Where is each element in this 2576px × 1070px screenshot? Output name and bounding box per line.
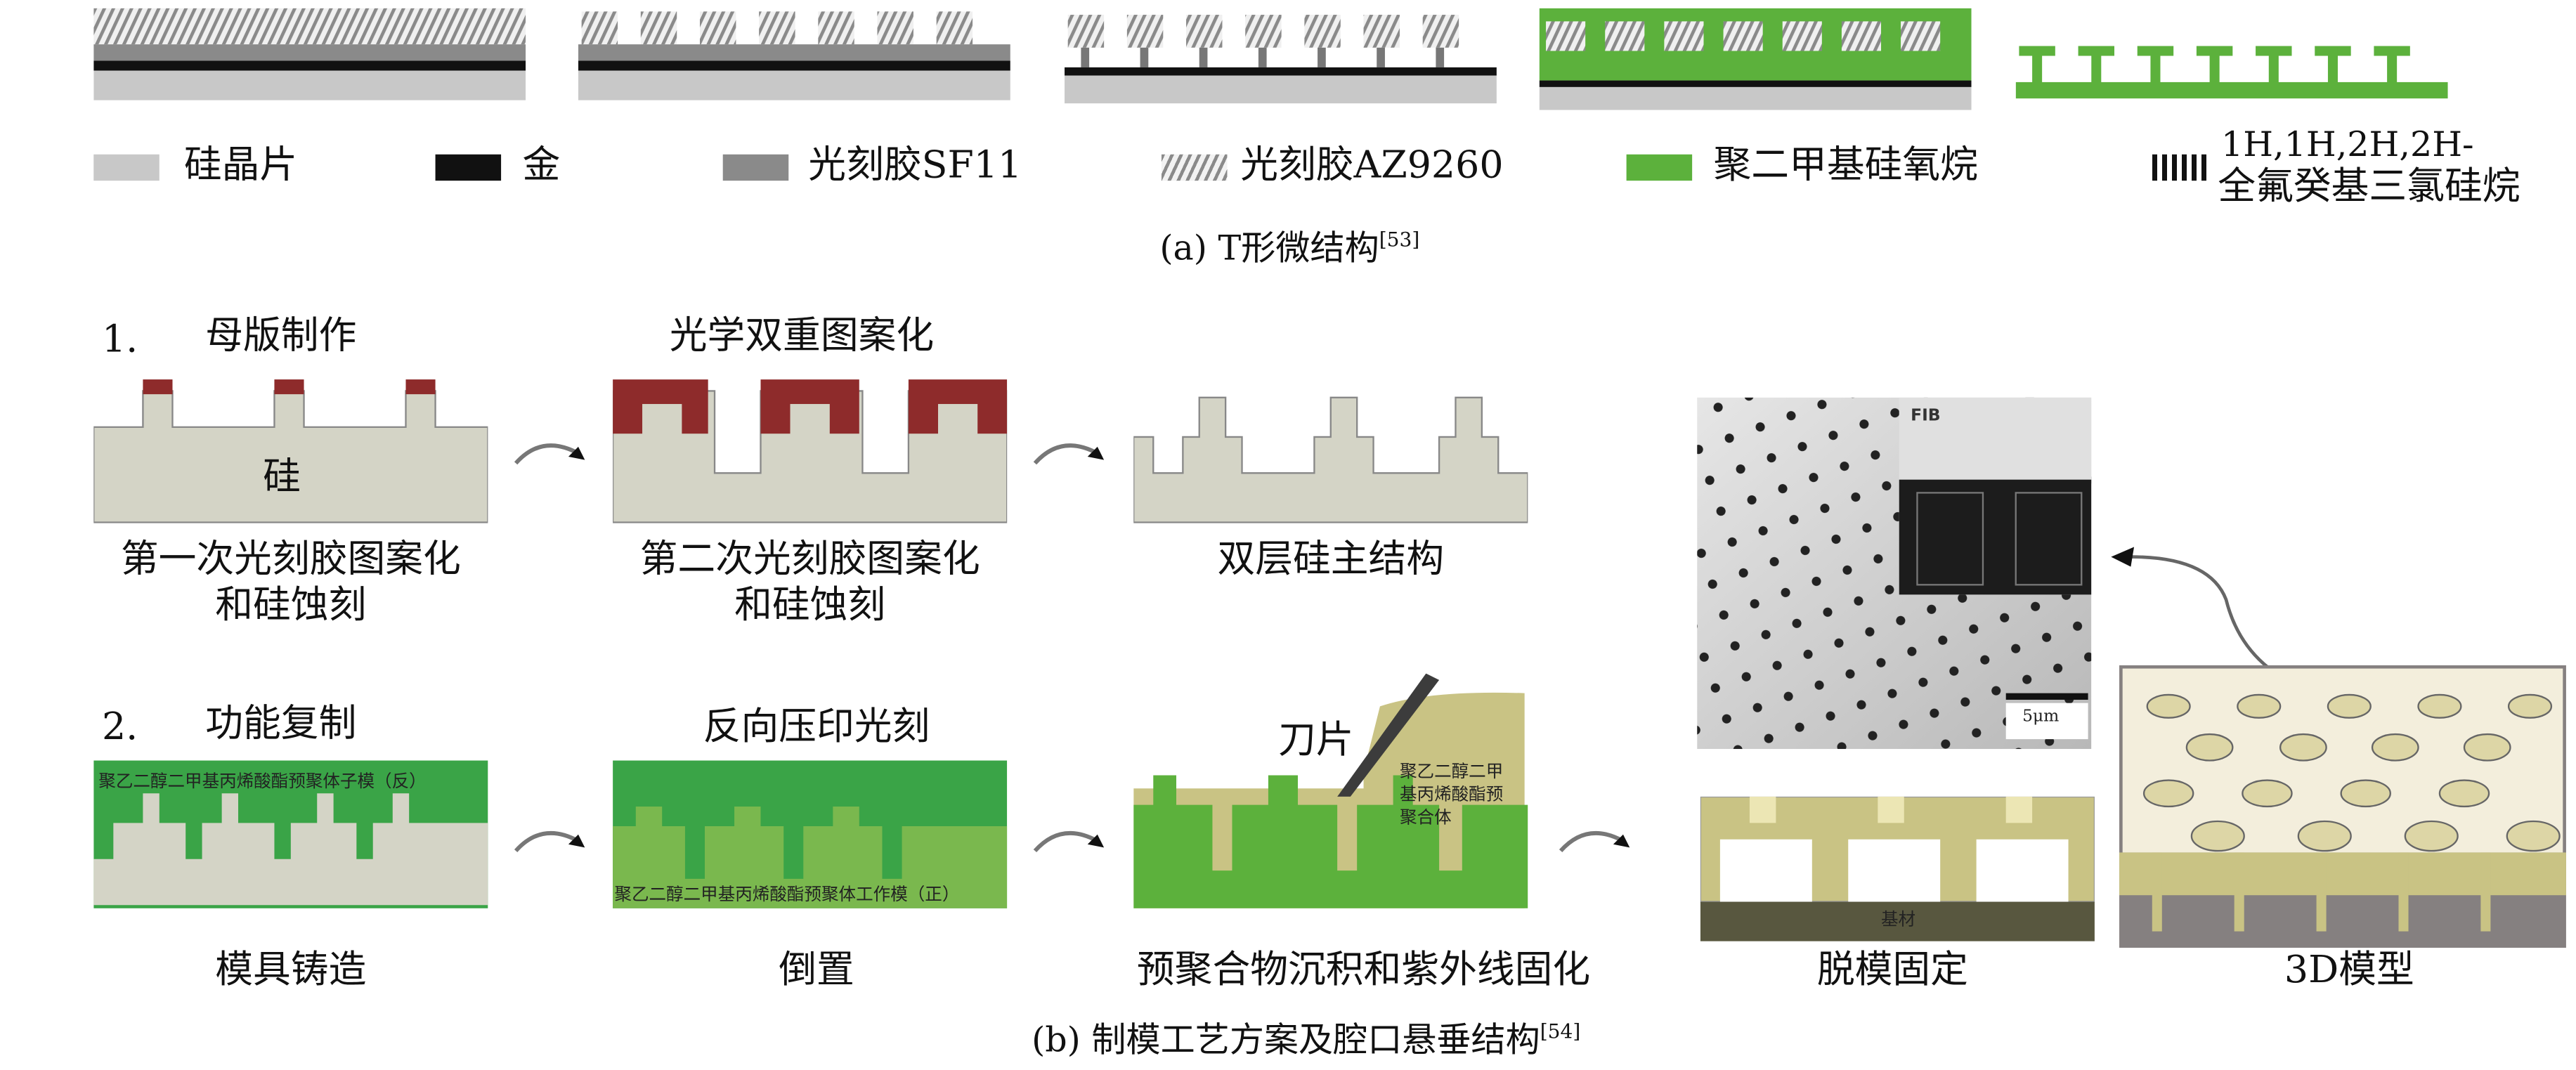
- legend-swatch-az9260: [1161, 154, 1228, 181]
- arrow-icon: [1033, 831, 1105, 853]
- step1-label-2a: 第二次光刻胶图案化: [639, 538, 980, 582]
- caption-a: (a) T形微结构[53]: [1159, 230, 1419, 266]
- prepolymer-text-1: 聚乙二醇二甲: [1399, 762, 1504, 782]
- diagram-second-patterning: [613, 379, 1008, 523]
- step1-label-1b: 和硅蚀刻: [215, 585, 367, 628]
- prepolymer-text-2: 基丙烯酸酯预: [1399, 785, 1504, 805]
- caption-b-ref: [54]: [1540, 1019, 1581, 1043]
- silicon-label: 硅: [263, 456, 301, 500]
- step2-label-casting: 模具铸造: [215, 949, 367, 993]
- step1-label-3: 双层硅主结构: [1217, 538, 1445, 582]
- diagram-first-patterning: [93, 379, 488, 523]
- strip-step-5: [2015, 46, 2448, 99]
- working-mold-text: 聚乙二醇二甲基丙烯酸酯预聚体工作模（正）: [614, 885, 960, 906]
- step2-label-3d-model: 3D模型: [2284, 949, 2414, 993]
- arrow-icon: [1559, 831, 1630, 853]
- legend-label-silicon-wafer: 硅晶片: [183, 144, 298, 188]
- step2-subtitle: 反向压印光刻: [703, 706, 930, 750]
- diagram-inversion: [613, 760, 1008, 908]
- substrate-label: 基材: [1881, 910, 1916, 930]
- caption-b-text: (b) 制模工艺方案及腔口悬垂结构: [1032, 1019, 1540, 1060]
- caption-b: (b) 制模工艺方案及腔口悬垂结构[54]: [1032, 1022, 1580, 1057]
- legend-swatch-sf11: [722, 154, 789, 181]
- diagram-deposition-curing: [1133, 673, 1528, 908]
- diagram-demold: [1700, 796, 2095, 941]
- step1-label-1a: 第一次光刻胶图案化: [120, 538, 461, 582]
- step1-number: 1.: [101, 318, 138, 362]
- legend-swatch-silicon-wafer: [93, 154, 160, 181]
- blade-label: 刀片: [1277, 719, 1354, 762]
- step1-label-2b: 和硅蚀刻: [734, 585, 886, 628]
- diagram-3d-model: [2119, 665, 2566, 948]
- prepolymer-text-3: 聚合体: [1399, 808, 1452, 828]
- legend-label-fdts-line2: 全氟癸基三氯硅烷: [2218, 166, 2520, 209]
- step2-number: 2.: [101, 706, 138, 750]
- sem-image: [1697, 397, 2092, 750]
- strip-step-3: [1065, 15, 1497, 104]
- step1-subtitle: 光学双重图案化: [669, 315, 935, 358]
- fib-label: FIB: [1911, 407, 1941, 426]
- legend-label-gold: 金: [522, 144, 561, 188]
- legend-swatch-fdts: [2152, 154, 2211, 181]
- strip-step-1: [93, 8, 526, 100]
- scale-bar-label: 5μm: [2022, 707, 2060, 726]
- diagram-bilayer-master: [1133, 396, 1528, 523]
- arrow-icon: [514, 443, 585, 465]
- diagram-mold-casting: [93, 760, 488, 908]
- legend-label-fdts-line1: 1H,1H,2H,2H-: [2220, 124, 2474, 164]
- arrow-icon: [514, 831, 585, 853]
- legend-label-sf11: 光刻胶SF11: [808, 144, 1022, 188]
- legend-swatch-gold: [435, 154, 502, 181]
- caption-a-ref: [53]: [1379, 228, 1420, 252]
- step2-label-inversion: 倒置: [779, 949, 854, 993]
- strip-step-2: [578, 11, 1010, 100]
- caption-a-text: (a) T形微结构: [1159, 228, 1379, 268]
- legend-label-az9260: 光刻胶AZ9260: [1240, 144, 1504, 188]
- legend-swatch-pdms: [1626, 154, 1693, 181]
- step2-title: 功能复制: [205, 703, 357, 746]
- strip-step-4: [1539, 8, 1972, 110]
- legend-label-pdms: 聚二甲基硅氧烷: [1713, 144, 1978, 188]
- sub-mold-text: 聚乙二醇二甲基丙烯酸酯预聚体子模（反）: [98, 771, 427, 792]
- step2-label-deposition: 预聚合物沉积和紫外线固化: [1136, 949, 1591, 993]
- arrow-icon: [1033, 443, 1105, 465]
- step2-label-demold: 脱模固定: [1816, 949, 1968, 993]
- step1-title: 母版制作: [205, 315, 357, 358]
- blade-icon: [1337, 673, 1440, 797]
